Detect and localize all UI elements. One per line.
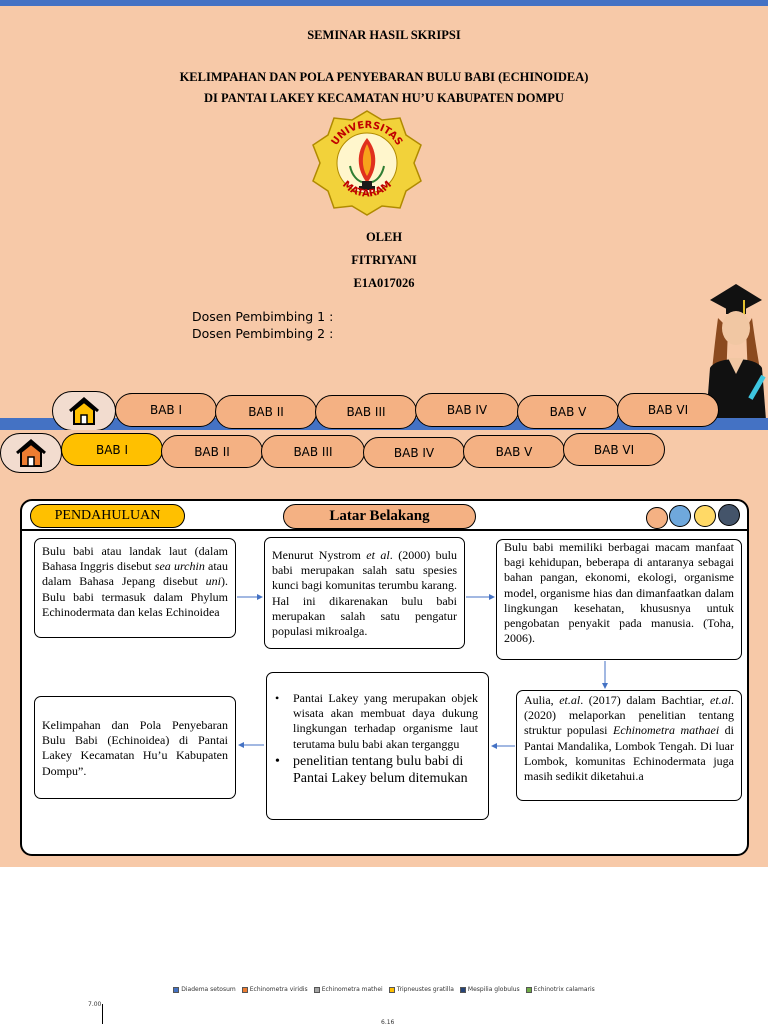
legend-item: Mespilia globulus	[459, 986, 520, 993]
text-box-benefits: Bulu babi memiliki berbagai macam manfaa…	[496, 539, 742, 660]
legend-label: Mespilia globulus	[467, 986, 520, 993]
tab-bab-6[interactable]: BAB VI	[563, 433, 665, 466]
text-box-title-conclusion: Kelimpahan dan Pola Penyebaran Bulu Babi…	[34, 696, 236, 799]
legend-item: Echinotrix calamaris	[525, 986, 595, 993]
legend-swatch	[459, 986, 466, 993]
chart-legend: Diadema setosum Echinometra viridis Echino…	[0, 986, 768, 993]
by-label: OLEH	[365, 230, 403, 244]
title-slide	[0, 0, 768, 430]
student-name: FITRIYANI	[351, 253, 417, 267]
legend-label: Echinotrix calamaris	[533, 986, 595, 993]
legend-swatch	[241, 986, 248, 993]
legend-swatch	[388, 986, 395, 993]
tab-bab-3[interactable]: BAB III	[261, 435, 365, 468]
decor-circle-peach	[646, 507, 668, 529]
tab-bab-1-active[interactable]: BAB I	[61, 433, 163, 466]
decor-circle-blue	[669, 505, 691, 527]
section-label: PENDAHULUAN	[30, 504, 185, 528]
thesis-title-line1: KELIMPAHAN DAN POLA PENYEBARAN BULU BABI…	[179, 70, 589, 84]
text-box-definition: Bulu babi atau landak laut (dalam Bahasa…	[34, 538, 236, 638]
legend-swatch	[525, 986, 532, 993]
home-icon	[69, 397, 99, 425]
bullet-item: •penelitian tentang bulu babi di Pantai …	[275, 753, 468, 786]
text-box-aulia: Aulia, et.al. (2017) dalam Bachtiar, et.…	[516, 690, 742, 801]
tab-bab-1[interactable]: BAB I	[115, 393, 217, 427]
y-axis-tick-label: 7.00	[88, 1001, 102, 1008]
decor-circle-navy	[718, 504, 740, 526]
supervisor-2-label: Dosen Pembimbing 2 :	[192, 326, 334, 341]
legend-swatch	[173, 986, 180, 993]
legend-item: Diadema setosum	[173, 986, 236, 993]
slide-subtitle: Latar Belakang	[283, 504, 476, 529]
top-accent-bar	[0, 0, 768, 6]
chart-value-label: 6.16	[381, 1019, 395, 1026]
panel-header-divider	[22, 529, 747, 531]
decor-circle-yellow	[694, 505, 716, 527]
home-button-2[interactable]	[0, 433, 62, 473]
bullet-item: •Pantai Lakey yang merupakan objek wisat…	[275, 691, 478, 751]
tab-bab-5[interactable]: BAB V	[463, 435, 565, 468]
tab-bab-4[interactable]: BAB IV	[363, 437, 465, 468]
tab-bab-6[interactable]: BAB VI	[617, 393, 719, 427]
tab-bab-4[interactable]: BAB IV	[415, 393, 519, 427]
legend-item: Echinometra viridis	[241, 986, 308, 993]
y-axis-line	[102, 1004, 103, 1024]
legend-label: Echinometra mathei	[321, 986, 383, 993]
supervisor-1-label: Dosen Pembimbing 1 :	[192, 309, 334, 324]
legend-label: Echinometra viridis	[249, 986, 308, 993]
legend-swatch	[313, 986, 320, 993]
home-icon	[16, 439, 46, 467]
legend-item: Echinometra mathei	[313, 986, 383, 993]
text-box-nystrom: Menurut Nystrom et al. (2000) bulu babi …	[264, 537, 465, 649]
text-box-problem: •Pantai Lakey yang merupakan objek wisat…	[266, 672, 489, 820]
university-seal-icon: UNIVERSITAS MATARAM	[310, 108, 424, 218]
legend-label: Diadema setosum	[181, 986, 236, 993]
thesis-title-line2: DI PANTAI LAKEY KECAMATAN HU’U KABUPATEN…	[204, 91, 564, 105]
student-id: E1A017026	[353, 276, 415, 290]
legend-label: Tripneustes gratilla	[396, 986, 454, 993]
home-button[interactable]	[52, 391, 116, 431]
graduate-illustration	[696, 278, 768, 420]
tab-bab-5[interactable]: BAB V	[517, 395, 619, 429]
seminar-heading: SEMINAR HASIL SKRIPSI	[307, 28, 461, 42]
tab-bab-2[interactable]: BAB II	[161, 435, 263, 468]
legend-item: Tripneustes gratilla	[388, 986, 454, 993]
